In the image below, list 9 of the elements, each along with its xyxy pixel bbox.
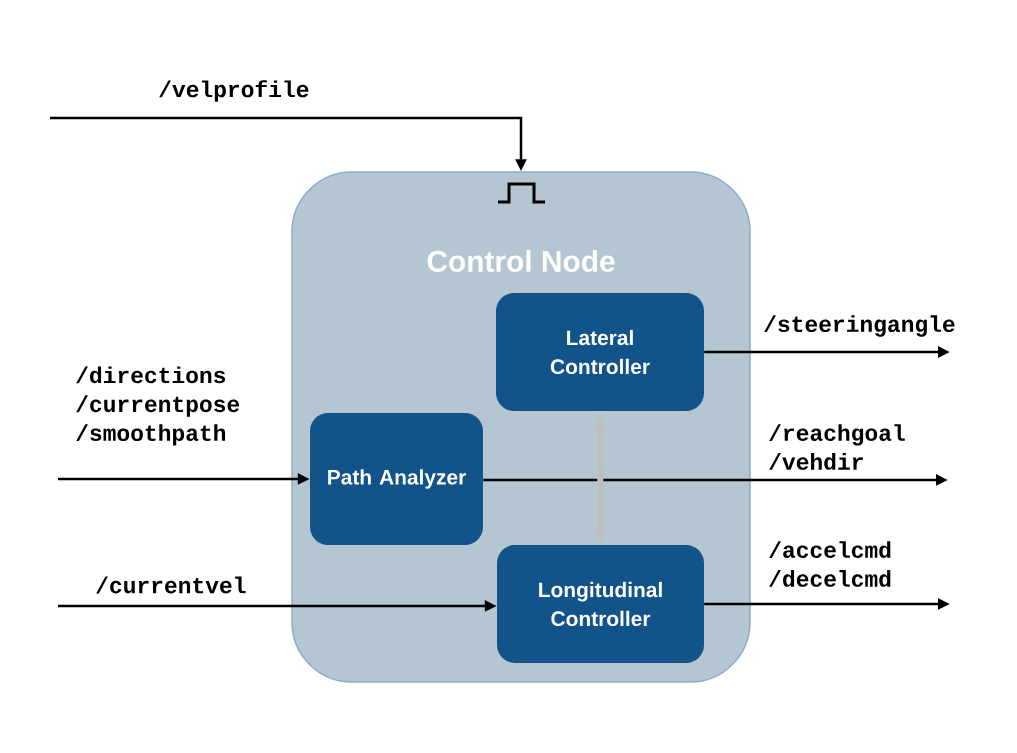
topic-label: /steeringangle [764,315,955,337]
topic-label: /directions /currentpose /smoothpath [76,366,240,446]
process-box: Path Analyzer [310,413,483,545]
topic-label: /accelcmd /decelcmd [769,541,891,587]
process-box: Longitudinal Controller [497,545,704,663]
topic-label: /currentvel [96,576,246,594]
process-box: Lateral Controller [496,293,704,411]
topic-label: /velprofile [159,80,309,102]
topic-label: /reachgoal /vehdir [769,424,905,470]
